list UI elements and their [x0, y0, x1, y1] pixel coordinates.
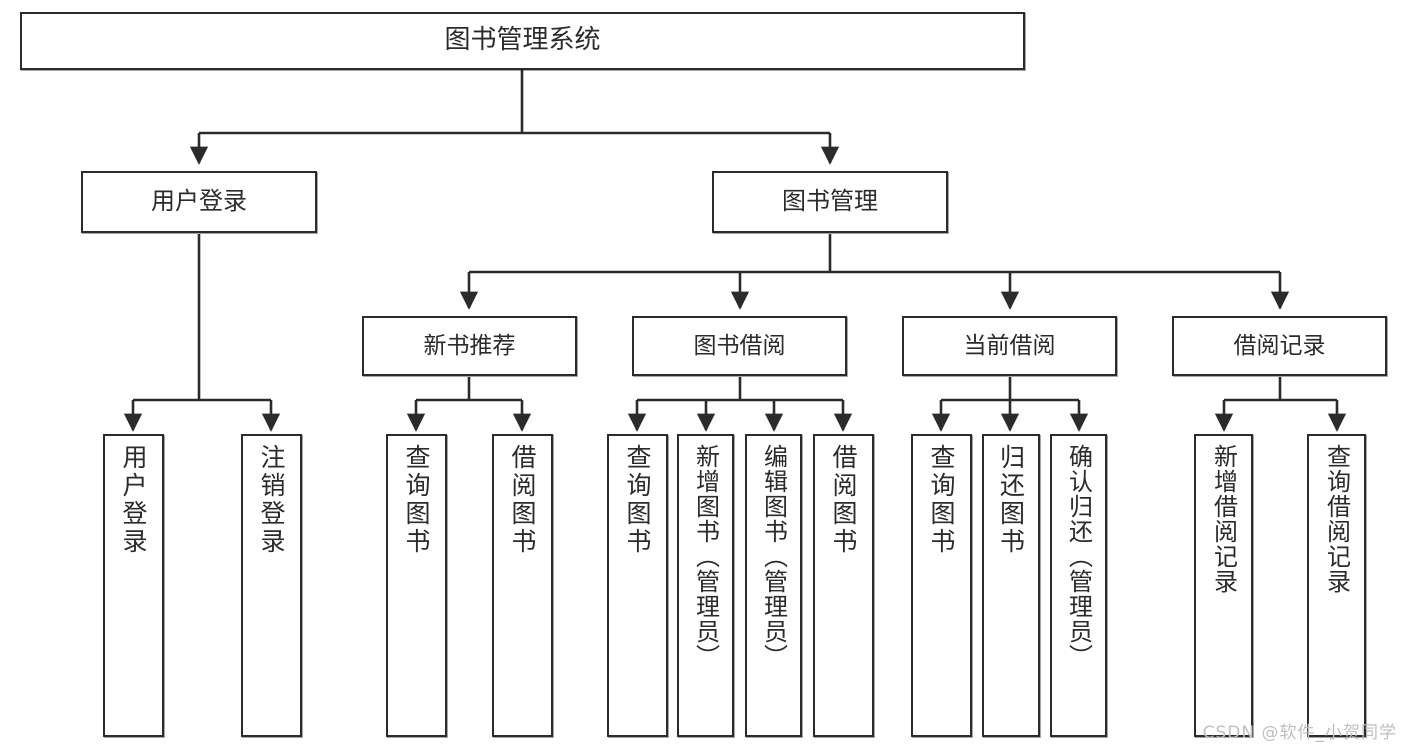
- node-label: 借阅图书: [508, 444, 537, 556]
- leaf-current-confirm-return-admin[interactable]: 确认归还（管理员）: [1050, 434, 1107, 737]
- node-current-borrow[interactable]: 当前借阅: [902, 316, 1117, 376]
- node-label: 用户登录: [151, 187, 247, 216]
- leaf-borrow-borrow-book[interactable]: 借阅图书: [813, 434, 874, 737]
- node-label: 新增借阅记录: [1209, 444, 1238, 594]
- node-label: 用户登录: [119, 444, 148, 556]
- leaf-record-query-record[interactable]: 查询借阅记录: [1307, 434, 1366, 737]
- node-borrow-record[interactable]: 借阅记录: [1172, 316, 1387, 376]
- leaf-borrow-add-book-admin[interactable]: 新增图书（管理员）: [677, 434, 734, 737]
- node-label: 新书推荐: [423, 332, 516, 359]
- csdn-watermark: CSDN @软件_小贺同学: [1202, 723, 1397, 743]
- leaf-user-login-signout[interactable]: 注销登录: [241, 434, 302, 737]
- node-new-book-recommend[interactable]: 新书推荐: [362, 316, 577, 376]
- node-label: 当前借阅: [963, 332, 1056, 359]
- node-label: 新增图书（管理员）: [691, 444, 720, 669]
- leaf-borrow-query-book[interactable]: 查询图书: [607, 434, 668, 737]
- leaf-user-login-signin[interactable]: 用户登录: [103, 434, 164, 737]
- node-book-management[interactable]: 图书管理: [712, 171, 948, 233]
- leaf-record-add-record[interactable]: 新增借阅记录: [1194, 434, 1253, 737]
- node-root-system[interactable]: 图书管理系统: [20, 12, 1025, 70]
- leaf-recommend-borrow-book[interactable]: 借阅图书: [492, 434, 553, 737]
- node-user-login[interactable]: 用户登录: [81, 171, 317, 233]
- node-label: 查询图书: [927, 444, 956, 556]
- node-label: 图书管理系统: [444, 25, 601, 56]
- node-label: 确认归还（管理员）: [1064, 444, 1093, 669]
- node-label: 借阅图书: [829, 444, 858, 556]
- node-label: 查询图书: [402, 444, 431, 556]
- leaf-current-return-book[interactable]: 归还图书: [982, 434, 1040, 737]
- node-label: 查询图书: [623, 444, 652, 556]
- node-label: 注销登录: [257, 444, 286, 556]
- node-label: 归还图书: [996, 444, 1026, 556]
- leaf-recommend-query-book[interactable]: 查询图书: [386, 434, 447, 737]
- node-label: 图书借阅: [693, 332, 786, 359]
- node-label: 图书管理: [782, 187, 878, 216]
- leaf-borrow-edit-book-admin[interactable]: 编辑图书（管理员）: [745, 434, 802, 737]
- node-label: 借阅记录: [1233, 332, 1326, 359]
- node-label: 编辑图书（管理员）: [759, 444, 788, 669]
- node-book-borrow[interactable]: 图书借阅: [632, 316, 847, 376]
- node-label: 查询借阅记录: [1322, 444, 1351, 594]
- leaf-current-query-book[interactable]: 查询图书: [911, 434, 972, 737]
